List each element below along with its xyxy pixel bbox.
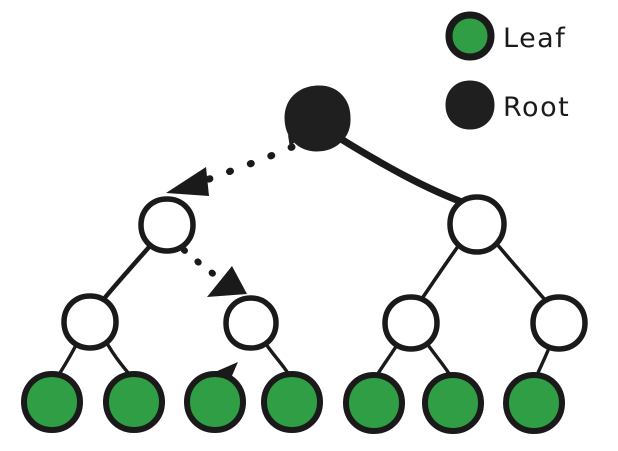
node-leaf-7[interactable] (503, 372, 565, 434)
root-swatch-icon (445, 80, 495, 130)
root-node-shape[interactable] (284, 85, 351, 152)
edge-rightleft-to-leaf6 (426, 343, 452, 377)
node-leaf-2[interactable] (103, 371, 165, 433)
internal-node-shape[interactable] (138, 196, 196, 254)
root-node-nib (288, 135, 296, 148)
internal-node-shape[interactable] (447, 194, 507, 255)
arrowhead-to-left-child (166, 167, 209, 196)
legend-label-root: Root (503, 92, 570, 123)
internal-node-shape[interactable] (530, 294, 588, 352)
edge-group (56, 135, 551, 378)
edge-leftleft-to-leaf1 (56, 343, 78, 378)
internal-node-shape[interactable] (61, 293, 119, 351)
node-root[interactable] (284, 85, 351, 152)
node-internal-right-right[interactable] (530, 294, 588, 352)
internal-node-shape[interactable] (382, 294, 440, 352)
node-leaf-4[interactable] (261, 371, 323, 433)
arrowhead-to-leftright-node (207, 266, 247, 297)
node-leaf-1[interactable] (21, 371, 83, 433)
edge-left-to-leftleft (100, 243, 153, 303)
edge-leftright-to-leaf4 (264, 342, 291, 377)
node-internal-left[interactable] (138, 196, 196, 254)
edge-leftleft-to-leaf2 (106, 343, 132, 377)
node-internal-right[interactable] (447, 194, 507, 255)
legend-label-leaf: Leaf (503, 23, 566, 54)
legend: Leaf Root (445, 11, 570, 130)
edge-rightleft-to-leaf5 (375, 343, 399, 377)
legend-item-leaf[interactable]: Leaf (445, 11, 566, 61)
edge-rightright-to-leaf7 (535, 346, 551, 377)
edge-root-to-right-child (337, 135, 474, 209)
node-leaf-6[interactable] (422, 372, 484, 434)
node-internal-left-left[interactable] (61, 293, 119, 351)
edge-right-to-rightleft (419, 243, 461, 302)
arrow-left-to-leftright-line (180, 246, 228, 286)
leaf-swatch-icon (445, 11, 495, 61)
arrow-root-to-left-child-line (197, 143, 296, 186)
legend-item-root[interactable]: Root (445, 80, 570, 130)
edge-right-to-rightright (494, 241, 548, 303)
node-leaf-5[interactable] (343, 372, 405, 434)
node-internal-right-left[interactable] (382, 294, 440, 352)
node-internal-left-right[interactable] (223, 295, 279, 351)
internal-node-shape[interactable] (223, 295, 279, 351)
traversal-arrow-group (180, 143, 296, 286)
node-leaf-3[interactable] (184, 371, 246, 433)
leaf-node-group[interactable] (21, 371, 565, 434)
